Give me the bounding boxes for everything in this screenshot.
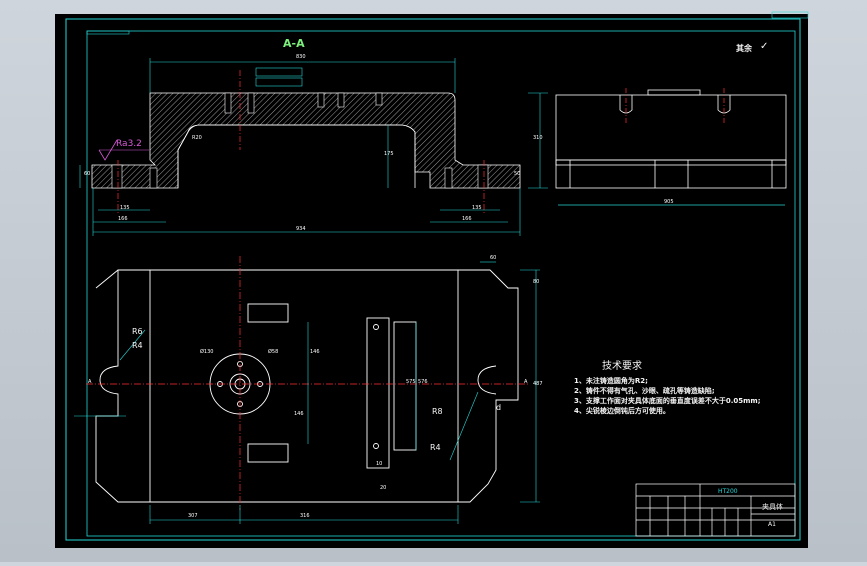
dim-575: 575 (406, 379, 416, 385)
section-view (79, 58, 548, 236)
corner-tab-right (771, 11, 809, 19)
tech-item-3: 3、支撑工作面对夹具体底面的垂直度误差不大于0.05mm; (574, 397, 761, 405)
corner-tab (86, 30, 130, 35)
bolt-hole-left2 (149, 167, 158, 189)
roughness-general-label: 其余 (736, 44, 752, 53)
tapped-hole-1 (224, 92, 232, 114)
dim-146-bottom: 146 (294, 411, 304, 417)
tech-item-2: 2、铸件不得有气孔、沙眼、疏孔等铸造缺陷; (574, 387, 715, 395)
dim-934: 934 (296, 226, 306, 232)
dim-830: 830 (296, 54, 306, 60)
dim-166-right: 166 (462, 216, 472, 222)
tapped-hole-4 (337, 92, 345, 108)
slot-bar (366, 317, 390, 469)
dim-80: 80 (533, 279, 540, 285)
dim-r4-right: R4 (430, 443, 441, 452)
tech-item-1: 1、未注铸造圆角为R2; (574, 377, 648, 385)
section-title: A-A (283, 37, 305, 50)
tolerance-frame-2 (255, 77, 303, 87)
dim-dia-130: Ø130 (200, 349, 214, 355)
outer-border (65, 18, 801, 541)
dim-dia-58: Ø58 (268, 349, 279, 355)
right-notch (477, 365, 497, 395)
title-block-part-name: 夹具体 (762, 503, 783, 511)
dim-10: 10 (376, 461, 383, 467)
section-cavity (177, 124, 416, 188)
dim-r4: R4 (132, 341, 143, 350)
dim-175: 175 (384, 151, 394, 157)
dim-905: 905 (664, 199, 674, 205)
dim-r8: R8 (432, 407, 443, 416)
roughness-check-icon: ✓ (760, 41, 769, 52)
side-view (555, 89, 787, 206)
inner-border (86, 30, 796, 537)
roughness-callout-label: Ra3.2 (116, 139, 142, 149)
dim-d: d (496, 403, 502, 412)
dim-166-left: 166 (118, 216, 128, 222)
dim-50: 50 (514, 171, 521, 177)
tapped-hole-3 (317, 92, 325, 108)
key-bottom (247, 443, 289, 463)
plan-outline (95, 269, 519, 503)
dim-135-right: 135 (472, 205, 482, 211)
dim-310: 310 (533, 135, 543, 141)
tech-item-4: 4、尖锐棱边倒钝后方可使用。 (574, 407, 670, 415)
title-block-sheet: A1 (768, 521, 776, 528)
tapped-hole-5 (375, 92, 383, 106)
dim-316: 316 (300, 513, 310, 519)
tapped-hole-2 (247, 92, 255, 114)
bolt-hole-left (111, 164, 123, 189)
section-label-right: A (524, 379, 528, 385)
tech-requirements-title: 技术要求 (602, 361, 642, 372)
dim-576: 576 (418, 379, 428, 385)
dim-487: 487 (533, 381, 543, 387)
dim-20: 20 (380, 485, 387, 491)
bolt-hole-right2 (444, 167, 453, 189)
title-block-material: HT200 (718, 488, 738, 495)
key-top (247, 303, 289, 323)
dim-60-corner: 60 (490, 255, 497, 261)
title-block (635, 483, 796, 537)
dim-307: 307 (188, 513, 198, 519)
dim-146-top: 146 (310, 349, 320, 355)
dim-r6: R6 (132, 327, 143, 336)
dim-135-left: 135 (120, 205, 130, 211)
tolerance-frame-1 (255, 67, 303, 77)
dim-r20: R20 (192, 135, 202, 141)
dim-60: 60 (84, 171, 91, 177)
tech-requirements: 技术要求 1、未注铸造圆角为R2; 2、铸件不得有气孔、沙眼、疏孔等铸造缺陷; … (574, 362, 761, 415)
bolt-hole-right (477, 164, 489, 189)
roughness-symbol (98, 139, 118, 161)
section-label-left: A (88, 379, 92, 385)
